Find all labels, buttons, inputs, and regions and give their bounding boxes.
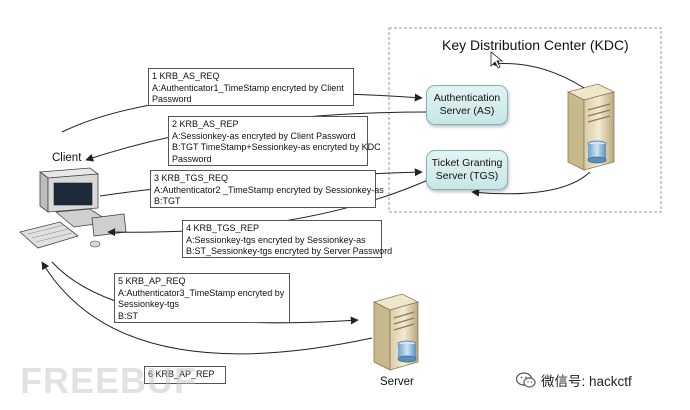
message-line: 5 KRB_AP_REQ — [118, 276, 186, 286]
kdc-server-icon — [566, 83, 616, 171]
message-line: A:Authenticator2 _TimeStamp encryted by … — [154, 184, 384, 195]
message-line: 6 KRB_AP_REP — [148, 369, 215, 379]
as-label-line1: Authentication — [433, 92, 501, 104]
as-label-line2: Server (AS) — [439, 105, 495, 117]
message-as-rep: 2 KRB_AS_REP A:Sessionkey-as encryted by… — [168, 116, 381, 166]
kdc-boundary — [388, 27, 662, 213]
message-line: 3 KRB_TGS_REQ — [154, 173, 229, 183]
authentication-server-box: Authentication Server (AS) — [426, 85, 508, 125]
message-ap-rep: 6 KRB_AP_REP — [144, 366, 226, 384]
message-line: Password — [172, 153, 212, 164]
arrow-ap-rep — [41, 261, 373, 355]
message-line: A:Sessionkey-as encryted by Client Passw… — [172, 130, 356, 141]
kdc-title: Key Distribution Center (KDC) — [442, 37, 629, 53]
message-line: 4 KRB_TGS_REP — [186, 223, 260, 233]
message-line: B:TGT TimeStamp+Sessionkey-as encryted b… — [172, 142, 381, 152]
arrow-kdc-to-as — [491, 59, 585, 89]
message-line: A:Authenticator3_TimeStamp encryted by — [118, 287, 285, 298]
arrow-kdc-to-tgs — [471, 171, 591, 197]
message-line: B:ST — [118, 310, 139, 321]
ticket-granting-server-box: Ticket Granting Server (TGS) — [426, 150, 508, 190]
message-line: Password — [152, 94, 192, 104]
message-ap-req: 5 KRB_AP_REQ A:Authenticator3_TimeStamp … — [114, 273, 290, 323]
server-icon — [372, 293, 420, 371]
message-line: B:TGT — [154, 196, 181, 206]
wechat-icon — [516, 371, 536, 388]
server-label: Server — [380, 376, 414, 388]
message-tgs-rep: 4 KRB_TGS_REP A:Sessionkey-tgs encryted … — [182, 220, 393, 258]
message-line: Sessionkey-tgs — [118, 299, 180, 309]
message-tgs-req: 3 KRB_TGS_REQ A:Authenticator2 _TimeStam… — [150, 170, 384, 208]
tgs-label-line1: Ticket Granting — [431, 157, 503, 169]
mouse-cursor-icon — [490, 51, 504, 69]
message-line: 1 KRB_AS_REQ — [152, 71, 220, 81]
wechat-brand: 微信号: hackctf — [516, 370, 632, 390]
message-line: A:Authenticator1_TimeStamp encryted by C… — [152, 82, 344, 93]
client-computer-icon — [19, 167, 127, 249]
message-line: 2 KRB_AS_REP — [172, 119, 239, 129]
client-label: Client — [52, 152, 82, 164]
message-line: A:Sessionkey-tgs encryted by Sessionkey-… — [186, 234, 366, 245]
wechat-id: 微信号: hackctf — [541, 374, 632, 389]
tgs-label-line2: Server (TGS) — [435, 170, 499, 182]
message-as-req: 1 KRB_AS_REQ A:Authenticator1_TimeStamp … — [148, 68, 354, 106]
message-line: B:ST_Sessionkey-tgs encryted by Server P… — [186, 246, 393, 256]
watermark: FREEBUF — [20, 360, 197, 401]
